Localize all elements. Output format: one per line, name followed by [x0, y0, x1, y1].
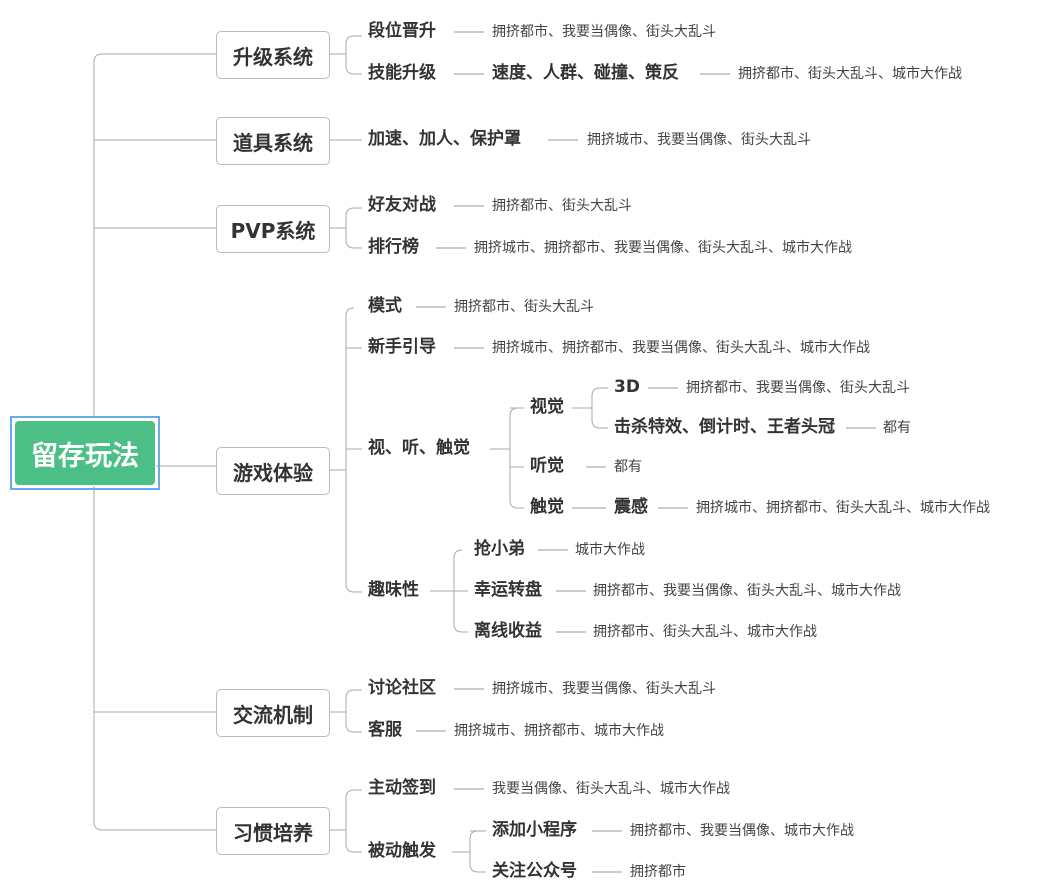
- node-value: 拥挤城市、拥挤都市、我要当偶像、街头大乱斗、城市大作战: [492, 340, 870, 356]
- node-label[interactable]: 讨论社区: [368, 678, 436, 698]
- node-item-system[interactable]: 道具系统: [216, 117, 330, 165]
- node-value: 拥挤都市、街头大乱斗: [454, 299, 594, 315]
- node-value: 拥挤城市、我要当偶像、街头大乱斗: [587, 132, 811, 148]
- node-label[interactable]: 技能升级: [368, 63, 436, 83]
- node-value: 都有: [614, 459, 642, 475]
- node-habit[interactable]: 习惯培养: [216, 807, 330, 855]
- node-value: 拥挤都市: [630, 864, 686, 880]
- node-label[interactable]: 被动触发: [368, 841, 436, 861]
- node-value: 拥挤城市、我要当偶像、街头大乱斗: [492, 681, 716, 697]
- node-label[interactable]: 排行榜: [368, 237, 419, 257]
- node-value: 拥挤城市、拥挤都市、城市大作战: [454, 723, 664, 739]
- node-value: 拥挤都市、我要当偶像、街头大乱斗: [492, 24, 716, 40]
- node-label[interactable]: 离线收益: [474, 621, 542, 641]
- node-label[interactable]: 趣味性: [368, 580, 419, 600]
- node-label[interactable]: 抢小弟: [474, 539, 525, 559]
- node-value: 拥挤都市、我要当偶像、城市大作战: [630, 823, 854, 839]
- node-value: 都有: [883, 420, 911, 436]
- root-label: 留存玩法: [15, 421, 155, 485]
- node-label[interactable]: 击杀特效、倒计时、王者头冠: [614, 417, 835, 437]
- node-value: 拥挤城市、拥挤都市、我要当偶像、街头大乱斗、城市大作战: [474, 240, 852, 256]
- node-label[interactable]: 客服: [368, 720, 402, 740]
- node-value: 速度、人群、碰撞、策反: [492, 63, 679, 83]
- node-label[interactable]: 段位晋升: [368, 21, 436, 41]
- node-game-experience[interactable]: 游戏体验: [216, 447, 330, 495]
- node-value: 拥挤都市、街头大乱斗: [492, 198, 632, 214]
- node-label[interactable]: 关注公众号: [492, 861, 577, 881]
- node-value: 拥挤城市、拥挤都市、街头大乱斗、城市大作战: [696, 500, 990, 516]
- node-label[interactable]: 新手引导: [368, 337, 436, 357]
- node-label[interactable]: 视觉: [530, 397, 564, 417]
- node-label[interactable]: 模式: [368, 296, 402, 316]
- node-label[interactable]: 主动签到: [368, 778, 436, 798]
- node-label[interactable]: 震感: [614, 497, 648, 517]
- node-upgrade-system[interactable]: 升级系统: [216, 31, 330, 79]
- node-value: 拥挤都市、街头大乱斗、城市大作战: [738, 66, 962, 82]
- node-value: 我要当偶像、街头大乱斗、城市大作战: [492, 781, 730, 797]
- node-value: 拥挤都市、我要当偶像、街头大乱斗: [686, 380, 910, 396]
- root-node[interactable]: 留存玩法: [10, 416, 160, 490]
- node-label[interactable]: 幸运转盘: [474, 580, 542, 600]
- node-label[interactable]: 加速、加人、保护罩: [368, 129, 521, 149]
- node-value: 城市大作战: [575, 542, 645, 558]
- node-value: 拥挤都市、街头大乱斗、城市大作战: [593, 624, 817, 640]
- node-label[interactable]: 3D: [614, 377, 640, 397]
- node-label[interactable]: 触觉: [530, 497, 564, 517]
- node-label[interactable]: 听觉: [530, 456, 564, 476]
- node-label[interactable]: 视、听、触觉: [368, 438, 470, 458]
- node-communication[interactable]: 交流机制: [216, 689, 330, 737]
- node-value: 拥挤都市、我要当偶像、街头大乱斗、城市大作战: [593, 583, 901, 599]
- node-label[interactable]: 好友对战: [368, 195, 436, 215]
- node-label[interactable]: 添加小程序: [492, 820, 577, 840]
- node-pvp-system[interactable]: PVP系统: [216, 205, 330, 253]
